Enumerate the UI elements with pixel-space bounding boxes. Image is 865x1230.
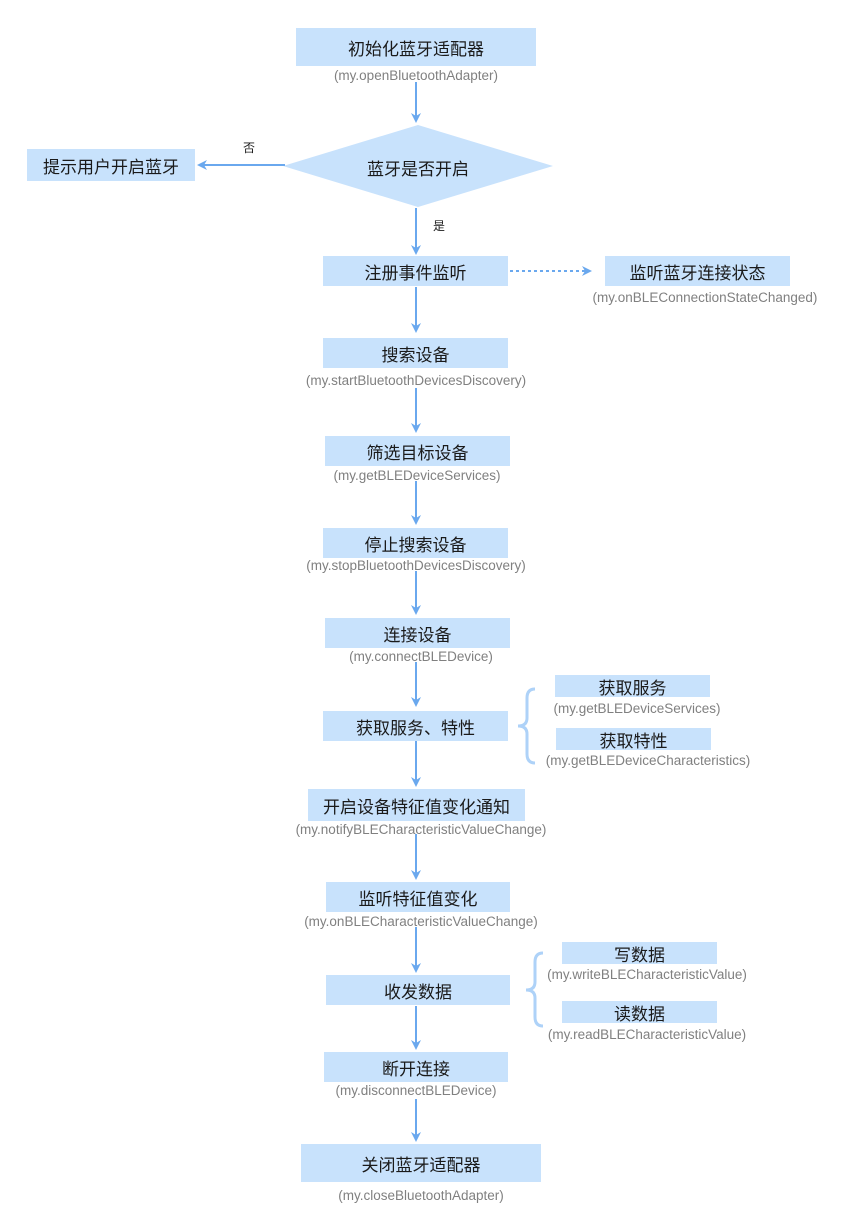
no-label: 否 [243, 141, 256, 155]
decision-diamond [283, 125, 553, 207]
connect-device-node: 连接设备 [325, 618, 510, 648]
notify-change-api: (my.notifyBLECharacteristicValueChange) [295, 822, 547, 837]
yes-label: 是 [433, 219, 446, 233]
init-adapter-node: 初始化蓝牙适配器 [296, 28, 536, 66]
get-characteristics-api: (my.getBLEDeviceCharacteristics) [545, 753, 751, 768]
read-data-node: 读数据 [562, 1001, 717, 1025]
listen-connection-api: (my.onBLEConnectionStateChanged) [592, 290, 818, 305]
transfer-data-node: 收发数据 [326, 975, 510, 1005]
get-services-node: 获取服务 [555, 675, 710, 699]
read-data-api: (my.readBLECharacteristicValue) [547, 1027, 747, 1042]
init-adapter-api: (my.openBluetoothAdapter) [333, 68, 499, 83]
listen-characteristic-node: 监听特征值变化 [326, 882, 510, 912]
register-listener-node: 注册事件监听 [323, 256, 508, 286]
listen-connection-node: 监听蓝牙连接状态 [605, 256, 790, 286]
notify-change-node: 开启设备特征值变化通知 [308, 789, 525, 821]
connect-device-api: (my.connectBLEDevice) [349, 649, 493, 664]
close-adapter-node: 关闭蓝牙适配器 [301, 1144, 541, 1182]
prompt-user-node: 提示用户开启蓝牙 [27, 149, 195, 181]
decision-label: 蓝牙是否开启 [367, 160, 469, 180]
get-services-characteristics-node: 获取服务、特性 [323, 711, 508, 741]
filter-devices-api: (my.getBLEDeviceServices) [333, 468, 501, 483]
stop-search-api: (my.stopBluetoothDevicesDiscovery) [306, 558, 526, 573]
get-services-api: (my.getBLEDeviceServices) [553, 701, 721, 716]
disconnect-api: (my.disconnectBLEDevice) [335, 1083, 497, 1098]
search-devices-api: (my.startBluetoothDevicesDiscovery) [305, 373, 527, 388]
close-adapter-api: (my.closeBluetoothAdapter) [338, 1188, 504, 1203]
stop-search-node: 停止搜索设备 [323, 528, 508, 558]
filter-devices-node: 筛选目标设备 [325, 436, 510, 466]
listen-characteristic-api: (my.onBLECharacteristicValueChange) [304, 914, 538, 929]
brace-transfer [525, 951, 544, 1028]
brace-services [517, 687, 536, 765]
write-data-node: 写数据 [562, 942, 717, 966]
search-devices-node: 搜索设备 [323, 338, 508, 368]
get-characteristics-node: 获取特性 [556, 728, 711, 752]
write-data-api: (my.writeBLECharacteristicValue) [547, 967, 747, 982]
disconnect-node: 断开连接 [324, 1052, 508, 1082]
